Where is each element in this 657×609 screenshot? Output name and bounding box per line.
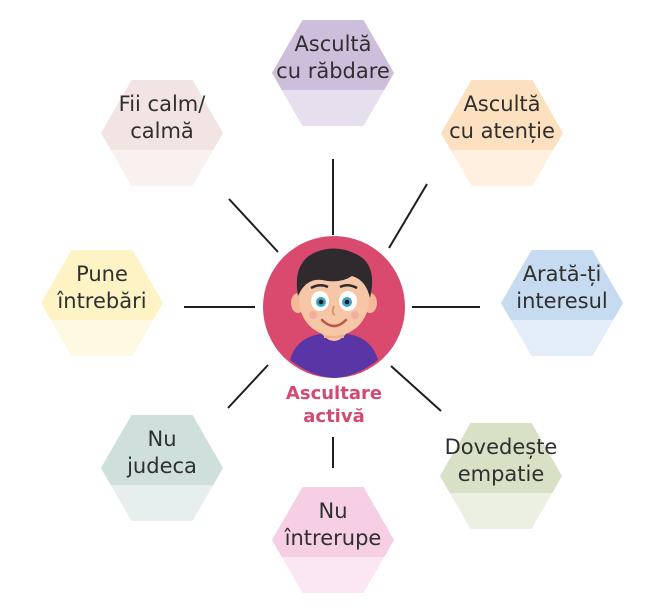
hexagon-fii-calm: Fii calm/calmă bbox=[101, 80, 223, 186]
hexagon-label-line-2: empatie bbox=[458, 462, 545, 486]
center-label-line-1: Ascultare bbox=[286, 383, 382, 404]
hexagon-label-line-1: Dovedește bbox=[445, 435, 558, 459]
connector-line-4 bbox=[390, 365, 442, 412]
center-node: Ascultare activă bbox=[263, 236, 405, 430]
hexagon-label-line-1: Ascultă bbox=[463, 92, 540, 116]
hexagon-label-line-1: Ascultă bbox=[294, 32, 371, 56]
hexagon-label-line-1: Fii calm/ bbox=[119, 92, 207, 116]
hexagon-pune-intrebari: Pune întrebări bbox=[41, 250, 163, 356]
hexagon-label-line-2: întrebări bbox=[56, 289, 146, 313]
hexagon-label-line-2: calmă bbox=[130, 119, 194, 143]
connector-line-8 bbox=[228, 198, 279, 253]
connector-lines bbox=[184, 159, 480, 468]
center-label-background bbox=[282, 378, 386, 430]
hexagon-label-line-1: Pune bbox=[76, 262, 128, 286]
hexagon-nu-intrerupe: Nu întrerupe bbox=[272, 487, 394, 593]
hexagon-label-line-2: întrerupe bbox=[284, 526, 382, 550]
hexagon-label-line-1: Arată-ți bbox=[523, 262, 602, 286]
center-label-line-2: activă bbox=[303, 406, 364, 427]
hexagon-asculta-atentie: Ascultă cu atenție bbox=[441, 80, 563, 186]
hexagon-label-line-1: Nu bbox=[318, 499, 347, 523]
hexagon-label-line-2: cu atenție bbox=[449, 119, 555, 143]
child-face-icon bbox=[290, 248, 378, 378]
hexagon-label-line-1: Nu bbox=[147, 427, 176, 451]
hexagon-arata-interesul: Arată-ți interesul bbox=[501, 250, 623, 356]
connector-line-6 bbox=[227, 364, 269, 409]
hexagon-label-line-2: interesul bbox=[516, 289, 607, 313]
connector-line-2 bbox=[388, 183, 428, 249]
hexagon-label-line-2: judeca bbox=[126, 454, 197, 478]
hexagon-nu-judeca: Nu judeca bbox=[101, 415, 223, 521]
hexagon-label-line-2: cu răbdare bbox=[276, 59, 390, 83]
hexagon-dovedeste-empatie: Dovedește empatie bbox=[440, 423, 562, 529]
hexagon-asculta-rabdare: Ascultă cu răbdare bbox=[272, 20, 394, 126]
